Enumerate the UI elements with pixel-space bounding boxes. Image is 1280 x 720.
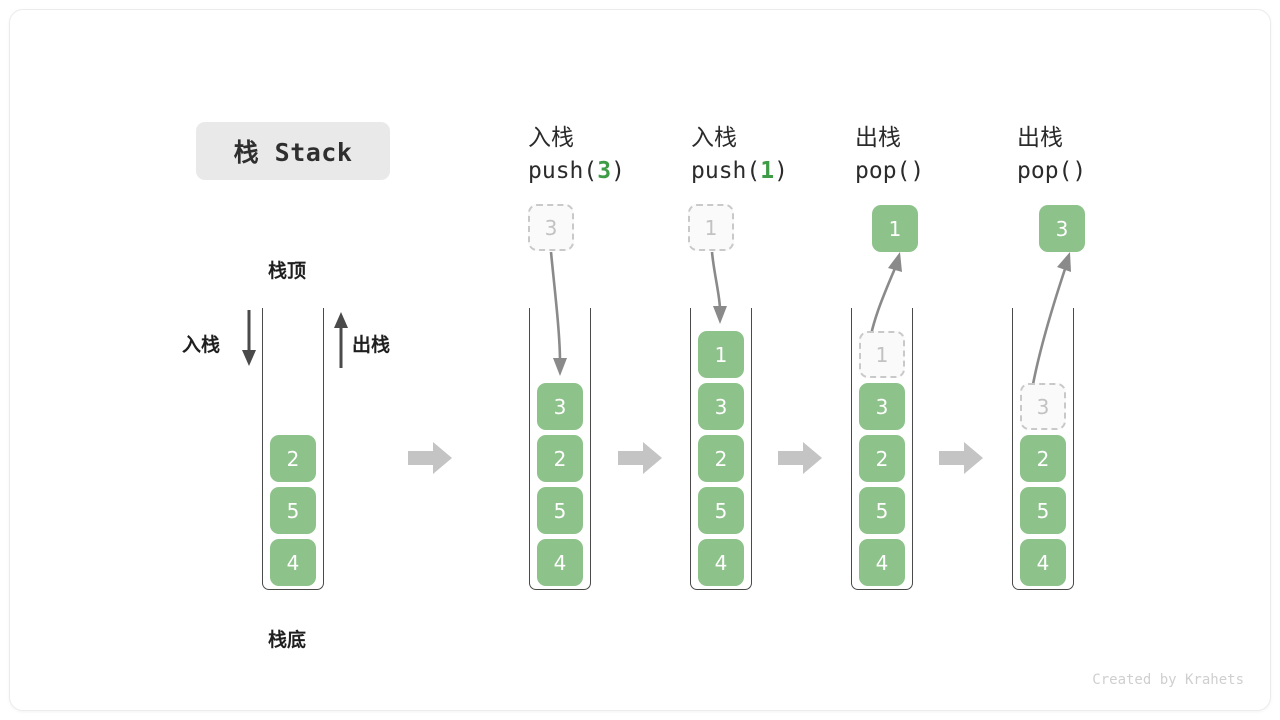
stack-frame-pop1 (851, 308, 913, 590)
code-suffix: ) (611, 158, 625, 184)
operation-title-push1: 入栈 (691, 125, 737, 151)
pop-direction-arrow-icon (334, 312, 348, 368)
stack-cell: 5 (270, 487, 316, 534)
diagram-title-chip: 栈 Stack (196, 122, 390, 180)
stack-cell: 5 (1020, 487, 1066, 534)
stack-cells-initial: 2 5 4 (262, 308, 324, 590)
pending-push-value-1: 1 (688, 204, 734, 251)
push-motion-arrow-icon (710, 251, 727, 324)
code-prefix: pop( (855, 158, 911, 184)
stack-cell: 5 (537, 487, 583, 534)
stack-cell: 3 (537, 383, 583, 430)
stack-cell: 2 (537, 435, 583, 482)
stack-frame-initial (262, 308, 324, 590)
operation-title-pop3: 出栈 (1017, 125, 1063, 151)
diagram-card: 栈 Stack 栈顶 栈底 入栈 出栈 2 5 4 入栈 push(3) 3 (9, 9, 1271, 711)
code-prefix: push( (691, 158, 761, 184)
stack-frame-push1 (690, 308, 752, 590)
stack-cell: 2 (859, 435, 905, 482)
stack-cell: 4 (270, 539, 316, 586)
stack-cell: 5 (859, 487, 905, 534)
stack-cells-push3: 3 2 5 4 (529, 308, 591, 590)
credit-text: Created by Krahets (1092, 672, 1244, 688)
push-direction-label: 入栈 (182, 334, 221, 356)
code-suffix: ) (774, 158, 788, 184)
push-motion-arrow-icon (549, 251, 567, 376)
pending-push-value-3: 3 (528, 204, 574, 251)
code-arg: 1 (760, 158, 775, 184)
operation-code-push3: push(3) (528, 158, 625, 184)
stack-cell: 2 (698, 435, 744, 482)
code-suffix: ) (910, 158, 925, 184)
stack-cell: 5 (698, 487, 744, 534)
step-arrow-icon (618, 442, 662, 474)
page-title: 栈 Stack (233, 138, 353, 167)
operation-code-push1: push(1) (691, 158, 788, 184)
stack-frame-pop3 (1012, 308, 1074, 590)
stack-cell-ghost: 3 (1020, 383, 1066, 430)
stack-cell: 1 (698, 331, 744, 378)
stack-cell: 3 (859, 383, 905, 430)
stack-cell: 4 (537, 539, 583, 586)
stack-cell: 4 (859, 539, 905, 586)
stack-cell: 4 (698, 539, 744, 586)
step-arrow-icon (939, 442, 983, 474)
stack-top-label: 栈顶 (268, 260, 307, 282)
stack-cell: 2 (270, 435, 316, 482)
stack-cells-push1: 1 3 2 5 4 (690, 308, 752, 590)
code-arg: 3 (597, 158, 612, 184)
popped-value-3: 3 (1039, 205, 1085, 252)
operation-code-pop3: pop() (1017, 158, 1086, 184)
stack-cell-ghost: 1 (859, 331, 905, 378)
pop-direction-label: 出栈 (352, 334, 391, 356)
code-prefix: pop( (1017, 158, 1073, 184)
push-direction-arrow-icon (242, 310, 256, 366)
stack-cells-pop1: 1 3 2 5 4 (851, 308, 913, 590)
step-arrow-icon (408, 442, 452, 474)
popped-value-1: 1 (872, 205, 918, 252)
operation-title-push3: 入栈 (528, 125, 574, 151)
stack-cells-pop3: 3 2 5 4 (1012, 308, 1074, 590)
operation-code-pop1: pop() (855, 158, 924, 184)
stack-frame-push3 (529, 308, 591, 590)
stack-cell: 3 (698, 383, 744, 430)
operation-title-pop1: 出栈 (855, 125, 901, 151)
stack-bottom-label: 栈底 (268, 629, 307, 651)
stack-cell: 4 (1020, 539, 1066, 586)
stack-cell: 2 (1020, 435, 1066, 482)
code-suffix: ) (1072, 158, 1087, 184)
code-prefix: push( (528, 158, 598, 184)
step-arrow-icon (778, 442, 822, 474)
